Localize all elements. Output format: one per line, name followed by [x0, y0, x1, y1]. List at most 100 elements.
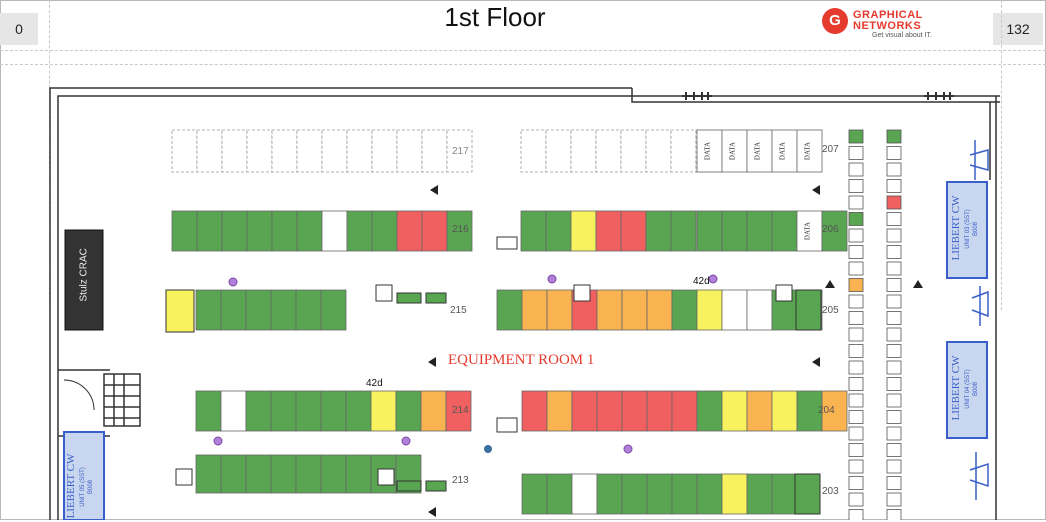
rack-cabinet[interactable] [196, 210, 223, 252]
rack-cabinet[interactable] [346, 129, 373, 173]
rack-row-205-left[interactable] [496, 289, 598, 331]
rack-cabinet[interactable] [746, 210, 773, 252]
rack-cabinet[interactable] [671, 473, 698, 515]
pdu-213[interactable] [396, 480, 422, 492]
small-box-205[interactable] [573, 284, 591, 302]
rack-cabinet[interactable] [771, 129, 798, 173]
rack-cabinet[interactable] [520, 210, 547, 252]
rack-cabinet[interactable] [496, 289, 523, 331]
liebert-unit-mid[interactable] [946, 341, 988, 439]
rack-cabinet[interactable] [245, 390, 272, 432]
rack-cabinet[interactable] [446, 129, 473, 173]
rack-cabinet[interactable] [171, 210, 198, 252]
rack-cabinet[interactable] [696, 473, 723, 515]
rack-cabinet[interactable] [445, 390, 472, 432]
rack-cabinet[interactable] [771, 473, 798, 515]
rack-cabinet[interactable] [520, 129, 547, 173]
rack-cabinet[interactable] [796, 390, 823, 432]
rack-cabinet[interactable] [721, 210, 748, 252]
rack-cabinet[interactable] [796, 210, 823, 252]
rack-cabinet[interactable] [320, 289, 347, 331]
rack-cabinet[interactable] [195, 454, 222, 494]
rack-cabinet[interactable] [796, 129, 823, 173]
rack-cabinet[interactable] [746, 390, 773, 432]
rack-cabinet[interactable] [195, 390, 222, 432]
rack-cabinet[interactable] [546, 473, 573, 515]
rack-row-207-empty[interactable] [520, 129, 722, 173]
rack-cabinet[interactable] [421, 210, 448, 252]
rack-cabinet[interactable] [296, 129, 323, 173]
rack-row-216[interactable] [171, 210, 473, 252]
rack-cabinet[interactable] [395, 390, 422, 432]
rack-cabinet[interactable] [295, 390, 322, 432]
rack-cabinet[interactable] [721, 473, 748, 515]
rack-cabinet[interactable] [546, 390, 573, 432]
rack-cabinet[interactable] [621, 473, 648, 515]
rack-cabinet[interactable] [221, 129, 248, 173]
rack-cabinet[interactable] [746, 473, 773, 515]
rack-cabinet[interactable] [821, 210, 848, 252]
rack-cabinet[interactable] [246, 210, 273, 252]
liebert-unit-top[interactable] [946, 181, 988, 279]
rack-cabinet[interactable] [396, 129, 423, 173]
stulz-crac-unit[interactable] [64, 229, 104, 331]
rack-cabinet[interactable] [571, 473, 598, 515]
rack-cabinet[interactable] [220, 289, 247, 331]
label-box-204[interactable] [496, 417, 518, 433]
rack-cabinet[interactable] [696, 129, 723, 173]
rack-cabinet[interactable] [821, 390, 848, 432]
rack-cabinet[interactable] [421, 129, 448, 173]
rack-row-205-right[interactable] [596, 289, 823, 331]
rack-cabinet[interactable] [346, 210, 373, 252]
rack-cabinet[interactable] [270, 289, 297, 331]
rack-cabinet[interactable] [320, 390, 347, 432]
rack-cabinet[interactable] [671, 390, 698, 432]
rack-cabinet[interactable] [345, 390, 372, 432]
small-box-205b[interactable] [775, 284, 793, 302]
rack-cabinet[interactable] [596, 390, 623, 432]
rack-cabinet[interactable] [670, 210, 697, 252]
rack-203-end[interactable] [794, 473, 821, 515]
rack-cabinet[interactable] [195, 289, 222, 331]
rack-cabinet[interactable] [545, 210, 572, 252]
rack-cabinet[interactable] [596, 473, 623, 515]
rack-cabinet[interactable] [645, 210, 672, 252]
rack-cabinet[interactable] [296, 210, 323, 252]
rack-cabinet[interactable] [721, 289, 748, 331]
rack-cabinet[interactable] [221, 210, 248, 252]
rack-row-217[interactable] [171, 129, 473, 173]
rack-cabinet[interactable] [320, 454, 347, 494]
rack-cabinet[interactable] [746, 289, 773, 331]
rack-cabinet[interactable] [171, 129, 198, 173]
rack-cabinet[interactable] [245, 289, 272, 331]
rack-cabinet[interactable] [621, 390, 648, 432]
rack-cabinet[interactable] [645, 129, 672, 173]
rack-row-206-left[interactable] [520, 210, 697, 252]
rack-row-215[interactable] [195, 289, 347, 331]
rack-cabinet[interactable] [220, 390, 247, 432]
rack-cabinet[interactable] [521, 390, 548, 432]
rack-cabinet[interactable] [771, 210, 798, 252]
rack-cabinet[interactable] [420, 390, 447, 432]
rack-cabinet[interactable] [620, 210, 647, 252]
rack-cabinet[interactable] [721, 129, 748, 173]
small-box-213[interactable] [377, 468, 395, 486]
rack-cabinet[interactable] [696, 289, 723, 331]
rack-cabinet[interactable] [295, 454, 322, 494]
rack-cabinet[interactable] [220, 454, 247, 494]
rack-cabinet[interactable] [246, 129, 273, 173]
rack-cabinet[interactable] [345, 454, 372, 494]
rack-cabinet[interactable] [546, 289, 573, 331]
rack-cabinet[interactable] [370, 390, 397, 432]
rack-yellow-end[interactable] [165, 289, 195, 333]
rack-cabinet[interactable] [271, 210, 298, 252]
rack-row-214[interactable] [195, 390, 472, 432]
rack-cabinet[interactable] [396, 210, 423, 252]
rack-cabinet[interactable] [270, 454, 297, 494]
rack-cabinet[interactable] [521, 289, 548, 331]
rack-cabinet[interactable] [270, 390, 297, 432]
rack-cabinet[interactable] [671, 289, 698, 331]
rack-cabinet[interactable] [245, 454, 272, 494]
